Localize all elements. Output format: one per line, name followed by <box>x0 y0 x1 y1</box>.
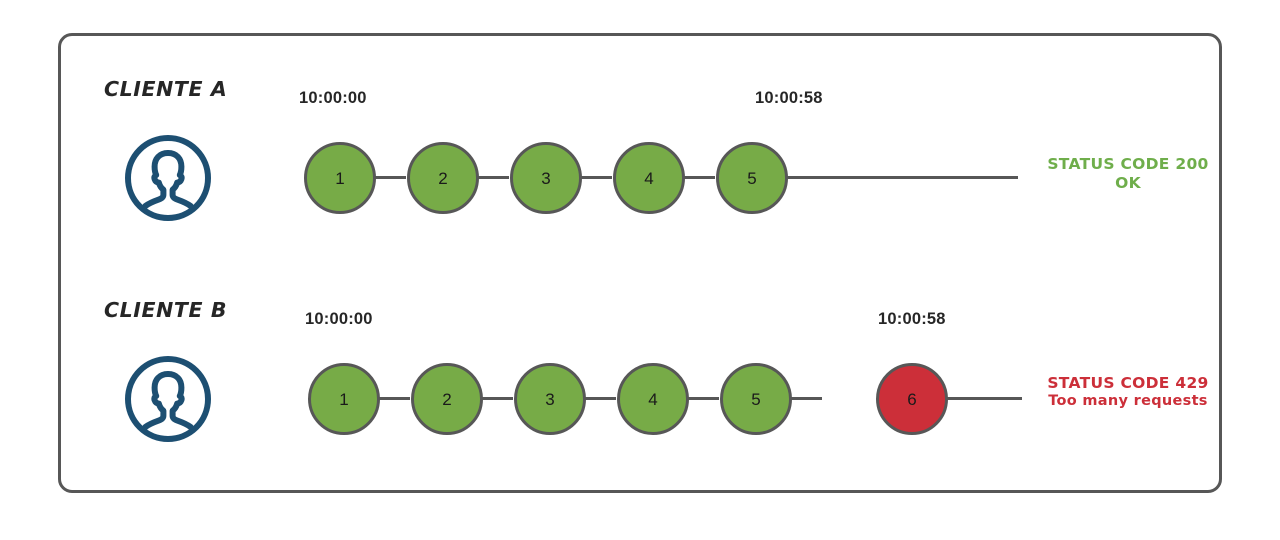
client-label-a: CLIENTE A <box>104 77 228 101</box>
timestamp-start-a: 10:00:00 <box>299 89 367 107</box>
timestamp-start-b: 10:00:00 <box>305 310 373 328</box>
request-node-a-5[interactable]: 5 <box>716 142 788 214</box>
request-node-label: 1 <box>339 389 349 409</box>
connector-b-5 <box>790 397 822 400</box>
connector-b-3 <box>584 397 616 400</box>
request-node-label: 2 <box>442 389 452 409</box>
timeline-a: 10:00:00 10:00:58 1 2 3 4 5 <box>0 60 1280 280</box>
request-node-label: 3 <box>545 389 555 409</box>
request-node-a-3[interactable]: 3 <box>510 142 582 214</box>
connector-a-2 <box>477 176 509 179</box>
status-code-line: STATUS CODE 429 <box>1047 374 1209 392</box>
request-node-a-1[interactable]: 1 <box>304 142 376 214</box>
status-text-line: Too many requests <box>1048 392 1208 409</box>
request-node-label: 4 <box>648 389 658 409</box>
status-code-line: STATUS CODE 200 <box>1047 155 1209 173</box>
request-node-label: 6 <box>907 389 917 409</box>
client-row-a: CLIENTE A 10:00:00 10:00:58 1 <box>0 60 1280 280</box>
request-node-b-2[interactable]: 2 <box>411 363 483 435</box>
user-avatar-icon <box>124 355 212 443</box>
connector-b-2 <box>481 397 513 400</box>
connector-b-4 <box>687 397 719 400</box>
request-node-label: 4 <box>644 168 654 188</box>
client-row-b: CLIENTE B 10:00:00 10:00:58 1 <box>0 281 1280 501</box>
connector-b-1 <box>378 397 410 400</box>
request-node-a-2[interactable]: 2 <box>407 142 479 214</box>
connector-a-3 <box>580 176 612 179</box>
request-node-label: 3 <box>541 168 551 188</box>
connector-b-tail <box>893 397 1022 400</box>
timestamp-end-b: 10:00:58 <box>878 310 946 328</box>
user-avatar-icon <box>124 134 212 222</box>
request-node-b-4[interactable]: 4 <box>617 363 689 435</box>
status-badge-b: STATUS CODE 429 Too many requests <box>1028 374 1228 411</box>
request-node-label: 5 <box>751 389 761 409</box>
client-label-b: CLIENTE B <box>104 298 228 322</box>
connector-a-tail <box>786 176 1018 179</box>
request-node-b-5[interactable]: 5 <box>720 363 792 435</box>
status-text-line: OK <box>1115 173 1141 192</box>
connector-a-4 <box>683 176 715 179</box>
request-node-label: 2 <box>438 168 448 188</box>
request-node-label: 5 <box>747 168 757 188</box>
request-node-b-6[interactable]: 6 <box>876 363 948 435</box>
connector-a-1 <box>374 176 406 179</box>
request-node-label: 1 <box>335 168 345 188</box>
request-node-b-1[interactable]: 1 <box>308 363 380 435</box>
status-badge-a: STATUS CODE 200 OK <box>1028 155 1228 193</box>
request-node-b-3[interactable]: 3 <box>514 363 586 435</box>
timeline-b: 10:00:00 10:00:58 1 2 3 4 5 <box>0 281 1280 501</box>
request-node-a-4[interactable]: 4 <box>613 142 685 214</box>
timestamp-end-a: 10:00:58 <box>755 89 823 107</box>
